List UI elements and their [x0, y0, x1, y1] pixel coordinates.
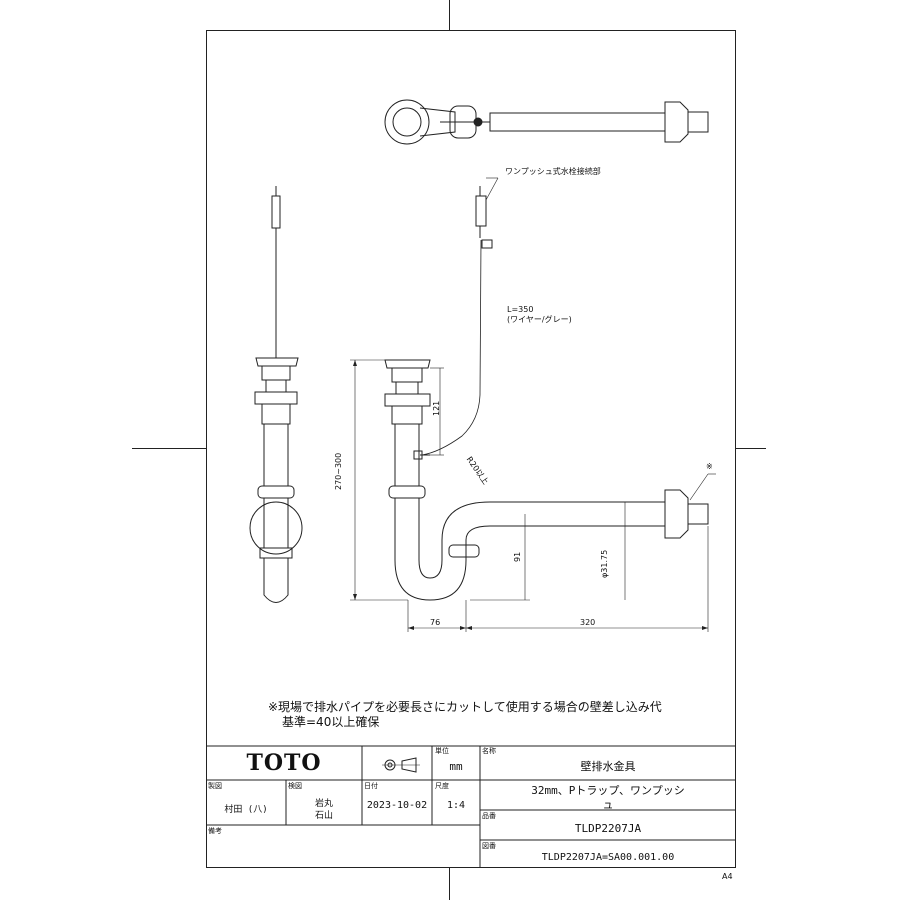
date-label: 日付	[364, 782, 378, 790]
dim-trap: 91	[513, 551, 522, 562]
note-line-2: 基準=40以上確保	[282, 715, 380, 729]
dim-pipe-dia: φ31.75	[600, 549, 609, 578]
name-value: 壁排水金具	[580, 760, 636, 773]
name-label: 名称	[482, 747, 496, 755]
dim-length: 320	[580, 618, 596, 627]
dim-offset: 76	[430, 618, 441, 627]
desc-line-2: ュ	[602, 798, 614, 811]
scale-value: 1:4	[446, 800, 466, 811]
dim-upper: 121	[432, 400, 441, 416]
wire-type-label: (ワイヤー/グレー)	[507, 315, 572, 324]
wire-length-label: L=350	[507, 305, 534, 314]
projection-symbol	[382, 757, 420, 773]
crop-mark-right	[736, 448, 766, 449]
top-view	[384, 99, 709, 145]
dimension-lines	[350, 359, 716, 632]
unit-value: mm	[449, 760, 463, 773]
dim-total-height: 270~300	[334, 452, 343, 490]
date-value: 2023-10-02	[366, 800, 428, 811]
drawing-number-label: 図番	[482, 842, 496, 850]
checker-value-2: 石山	[314, 811, 333, 821]
drawing-sheet	[206, 30, 736, 868]
crop-mark-left	[132, 448, 206, 449]
note-mark: ※	[706, 462, 713, 471]
side-view	[249, 186, 303, 603]
note-line-1: ※現場で排水パイプを必要長さにカットして使用する場合の壁差し込み代	[268, 700, 662, 714]
scale-label: 尺度	[435, 782, 449, 790]
remarks-label: 備考	[208, 827, 222, 835]
checker-value-1: 岩丸	[314, 799, 333, 809]
title-block-grid	[206, 745, 736, 868]
part-label: 品番	[482, 812, 496, 820]
desc-line-1: 32mm、Pトラップ、ワンプッシ	[531, 784, 685, 797]
drafter-value: 村田 (八)	[224, 805, 268, 815]
unit-label: 単位	[435, 747, 449, 755]
front-view	[384, 177, 709, 601]
drawing-number-value: TLDP2207JA=SA00.001.00	[541, 852, 675, 863]
crop-mark-bottom	[449, 868, 450, 900]
drafter-label: 製図	[208, 782, 222, 790]
crop-mark-top	[449, 0, 450, 30]
checker-label: 検図	[288, 782, 302, 790]
brand-logo: TOTO	[246, 750, 322, 776]
sheet-size: A4	[722, 872, 733, 881]
wire-connection-label: ワンプッシュ式水栓接続部	[505, 167, 601, 176]
title-block: TOTO 単位 mm 名称 壁排水金具 製図 村田 (八) 検図 岩丸 石山 日…	[206, 746, 736, 868]
part-value: TLDP2207JA	[574, 822, 642, 835]
